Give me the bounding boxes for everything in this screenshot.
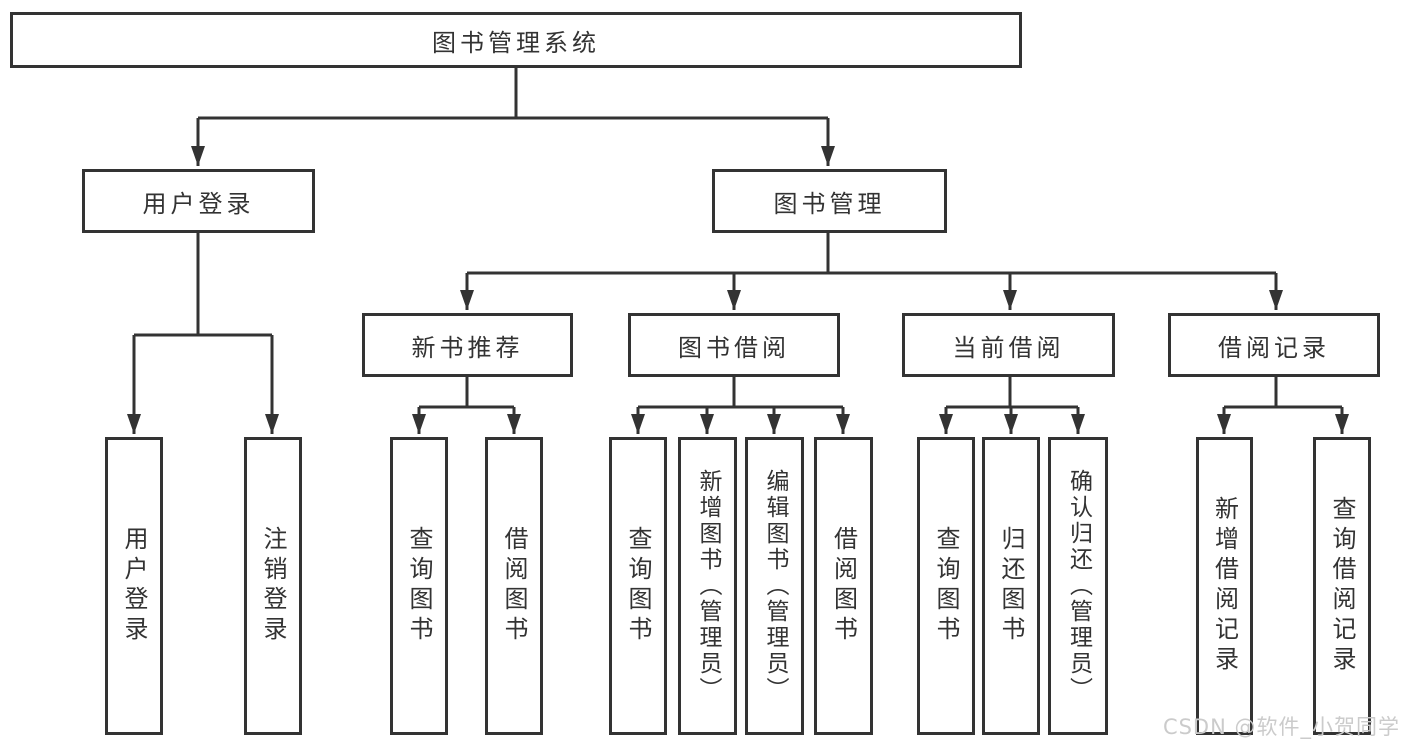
branch-book-management [460, 232, 1283, 310]
branch-current-borrow [939, 377, 1085, 434]
node-book-borrow: 图书借阅 [628, 313, 840, 377]
leaf-add-book-admin: 新增图书（管理员） [678, 437, 737, 735]
node-label: 查询借阅记录 [1328, 496, 1356, 676]
leaf-add-borrow-record: 新增借阅记录 [1196, 437, 1253, 735]
node-label: 借阅图书 [500, 526, 528, 646]
node-label: 确认归还（管理员） [1065, 469, 1092, 703]
leaf-user-login: 用户登录 [105, 437, 163, 735]
node-library-management-system: 图书管理系统 [10, 12, 1022, 68]
leaf-query-borrow-record: 查询借阅记录 [1313, 437, 1371, 735]
leaf-logout: 注销登录 [244, 437, 302, 735]
node-label: 图书管理 [773, 189, 886, 218]
leaf-borrow-books-2: 借阅图书 [814, 437, 873, 735]
node-label: 新书推荐 [411, 333, 524, 362]
node-label: 图书管理系统 [432, 28, 600, 57]
node-label: 借阅图书 [829, 526, 858, 646]
node-label: 查询图书 [405, 526, 433, 646]
leaf-edit-book-admin: 编辑图书（管理员） [745, 437, 804, 735]
node-label: 新增图书（管理员） [695, 469, 721, 703]
node-book-management: 图书管理 [712, 169, 947, 233]
node-borrow-records: 借阅记录 [1168, 313, 1380, 377]
node-label: 编辑图书（管理员） [762, 469, 788, 703]
branch-root [191, 68, 835, 166]
node-label: 图书借阅 [678, 333, 790, 362]
leaf-confirm-return-admin: 确认归还（管理员） [1048, 437, 1108, 735]
node-label: 借阅记录 [1218, 333, 1330, 362]
branch-book-borrow [631, 377, 850, 434]
csdn-watermark: CSDN @软件_小贺同学 [1162, 715, 1400, 739]
leaf-return-books: 归还图书 [982, 437, 1040, 735]
branch-borrow-records [1217, 377, 1349, 434]
node-user-login: 用户登录 [82, 169, 315, 233]
node-label: 新增借阅记录 [1210, 496, 1239, 676]
leaf-borrow-books-1: 借阅图书 [485, 437, 543, 735]
node-label: 查询图书 [932, 526, 960, 646]
branch-new-book-recommend [412, 377, 521, 434]
node-current-borrow: 当前借阅 [902, 313, 1115, 377]
node-label: 用户登录 [142, 189, 255, 218]
leaf-query-books-3: 查询图书 [917, 437, 975, 735]
leaf-query-books-2: 查询图书 [609, 437, 667, 735]
branch-user-login [127, 232, 279, 434]
node-new-book-recommend: 新书推荐 [362, 313, 573, 377]
node-label: 查询图书 [624, 526, 652, 646]
node-label: 注销登录 [259, 526, 287, 646]
node-label: 当前借阅 [952, 333, 1065, 362]
node-label: 归还图书 [997, 526, 1025, 646]
leaf-query-books-1: 查询图书 [390, 437, 448, 735]
node-label: 用户登录 [120, 526, 148, 646]
